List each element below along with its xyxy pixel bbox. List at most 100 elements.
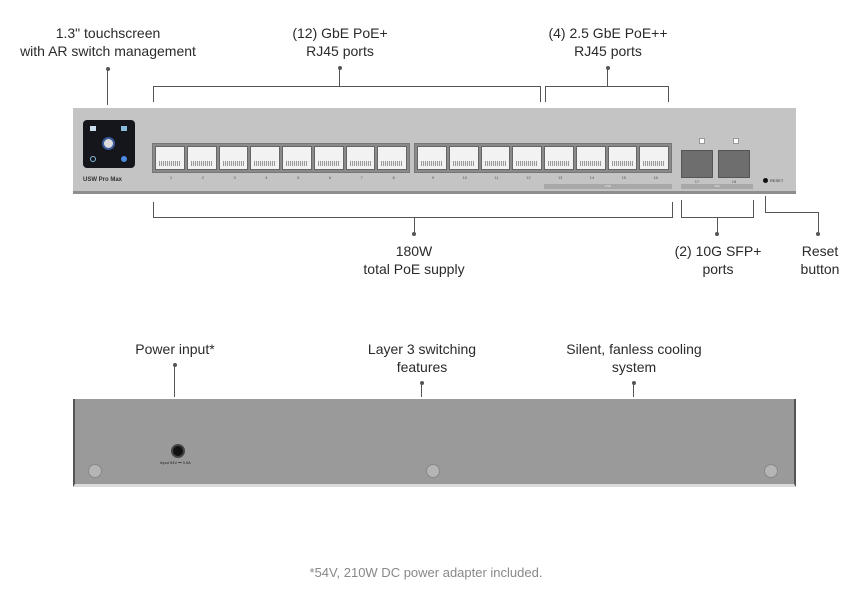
label-line: (4) 2.5 GbE PoE++	[548, 25, 668, 41]
bracket-sfp	[681, 200, 682, 217]
reset-button-label: Reset button	[780, 242, 852, 278]
leader-dot	[173, 363, 177, 367]
bracket-sfp	[753, 200, 754, 217]
screw-icon	[88, 464, 102, 478]
rj45-port-11[interactable]	[480, 146, 511, 170]
rj45-port-4[interactable]	[250, 146, 280, 170]
screen-ports-icon	[90, 126, 96, 131]
gbe25-ports-label: (4) 2.5 GbE PoE++ RJ45 ports	[508, 24, 708, 60]
label-line: Reset	[801, 243, 839, 259]
port-number: 11	[494, 175, 499, 180]
rj45-port-6[interactable]	[313, 146, 344, 170]
label-line: Power input*	[135, 341, 215, 357]
rj45-port-16[interactable]	[639, 146, 669, 170]
label-line: ports	[702, 261, 734, 277]
leader-line	[717, 217, 718, 233]
rj45-port-2[interactable]	[186, 146, 217, 170]
rj45-port-14[interactable]	[575, 146, 606, 170]
label-line: system	[611, 359, 657, 375]
leader-line	[421, 383, 422, 397]
power-input-label: Power input*	[95, 340, 255, 358]
port-number: 13	[557, 175, 563, 180]
port-number: 17	[694, 179, 700, 184]
cooling-label: Silent, fanless cooling system	[534, 340, 734, 376]
port-number: 15	[621, 175, 627, 180]
rj45-port-5[interactable]	[282, 146, 312, 170]
label-line: RJ45 ports	[574, 43, 642, 59]
rj45-port-1[interactable]	[155, 146, 185, 170]
sfp-led	[733, 138, 739, 144]
rj45-port-8[interactable]	[377, 146, 407, 170]
bracket-25g	[545, 86, 669, 87]
port-number: 10	[462, 175, 468, 180]
bracket-gbe	[540, 86, 541, 102]
leader-line	[414, 217, 415, 233]
bracket-25g	[668, 86, 669, 102]
label-line: (2) 10G SFP+	[674, 243, 762, 259]
screen-stats-icon	[121, 126, 127, 131]
leader-line	[765, 212, 819, 213]
bracket-poe	[153, 202, 154, 217]
rj45-port-3[interactable]	[218, 146, 249, 170]
bracket-25g	[545, 86, 546, 102]
port-number: 3	[233, 175, 236, 180]
port-group-2	[414, 143, 672, 173]
sfp-led	[699, 138, 705, 144]
rj45-port-9[interactable]	[417, 146, 447, 170]
port-number: 5	[297, 175, 300, 180]
label-line: RJ45 ports	[306, 43, 374, 59]
leader-dot	[338, 66, 342, 70]
screw-icon	[426, 464, 440, 478]
leader-line	[607, 68, 608, 86]
leader-line	[107, 69, 108, 105]
layer3-label: Layer 3 switching features	[322, 340, 522, 376]
port-number: 8	[392, 175, 395, 180]
label-line: Silent, fanless cooling	[566, 341, 702, 357]
power-input-text: Input 54V ⎓ 3.9A	[160, 460, 191, 465]
leader-dot	[106, 67, 110, 71]
leader-line	[633, 383, 634, 397]
port-number: 12	[526, 175, 531, 180]
leader-line	[818, 212, 819, 232]
touchscreen-label: 1.3" touchscreen with AR switch managemen…	[8, 24, 208, 60]
screen-home-icon	[102, 137, 115, 150]
bracket-gbe	[153, 86, 541, 87]
rj45-port-15[interactable]	[607, 146, 638, 170]
footnote: *54V, 210W DC power adapter included.	[309, 565, 543, 580]
rj45-port-13[interactable]	[544, 146, 574, 170]
speed-bar-2-5g: 2.5G	[544, 184, 672, 189]
gbe-ports-label: (12) GbE PoE+RJ45 ports	[240, 24, 440, 60]
leader-dot	[420, 381, 424, 385]
reset-button[interactable]	[763, 178, 768, 183]
speed-bar-10g: 10G	[681, 184, 753, 189]
label-line: button	[800, 261, 840, 277]
model-name: USW Pro Max	[83, 177, 123, 183]
port-number: 7	[360, 175, 363, 180]
port-number: 2	[201, 175, 204, 180]
touchscreen[interactable]	[83, 120, 135, 168]
rj45-port-7[interactable]	[345, 146, 376, 170]
screw-icon	[764, 464, 778, 478]
sfp-port-18[interactable]	[718, 150, 750, 178]
bracket-poe	[153, 217, 673, 218]
port-number: 14	[589, 175, 595, 180]
label-line: total PoE supply	[363, 261, 465, 277]
label-line: features	[396, 359, 448, 375]
leader-line	[339, 68, 340, 86]
bracket-poe	[672, 202, 673, 217]
label-line: 1.3" touchscreen	[55, 25, 161, 41]
dc-power-jack[interactable]	[171, 444, 185, 458]
port-number: 4	[265, 175, 268, 180]
port-group-1	[152, 143, 410, 173]
port-number: 18	[731, 179, 737, 184]
port-number: 6	[328, 175, 332, 180]
leader-dot	[606, 66, 610, 70]
sfp-ports-label: (2) 10G SFP+ ports	[658, 242, 778, 278]
leader-line	[174, 365, 175, 397]
leader-dot	[632, 381, 636, 385]
label-line: Layer 3 switching	[367, 341, 477, 357]
label-line: with AR switch management	[20, 43, 196, 59]
rj45-port-12[interactable]	[512, 146, 542, 170]
sfp-port-17[interactable]	[681, 150, 713, 178]
rj45-port-10[interactable]	[448, 146, 479, 170]
